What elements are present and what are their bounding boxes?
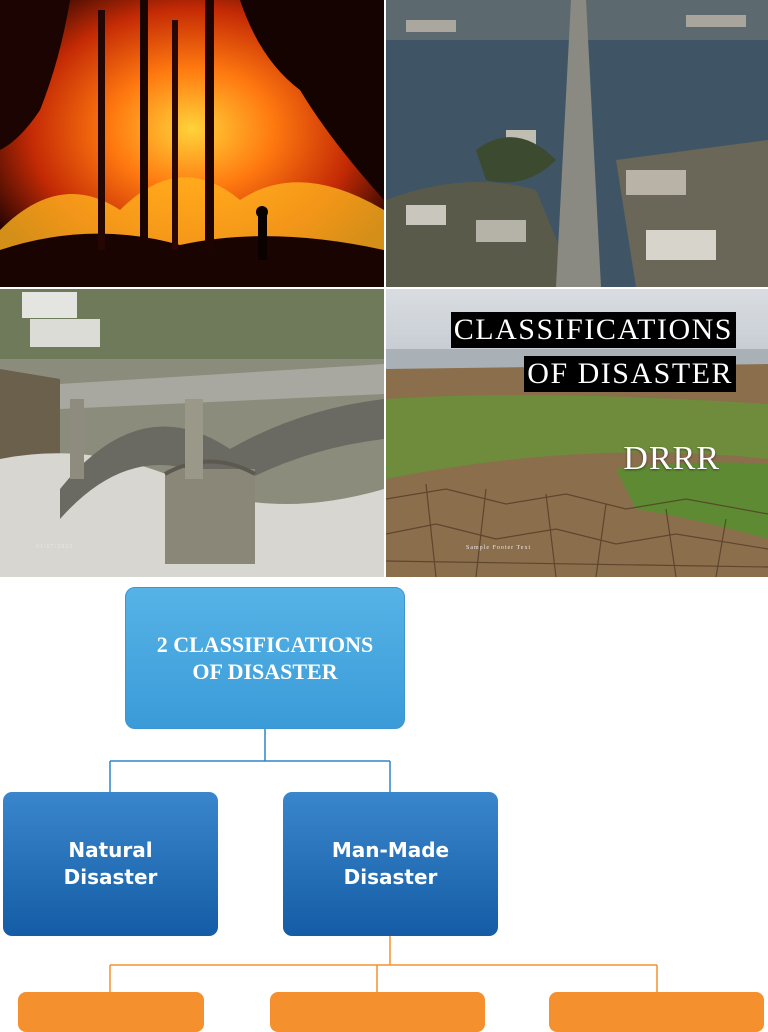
photo-flood-bridge bbox=[0, 289, 384, 577]
root-label-line-2: OF DISASTER bbox=[192, 659, 338, 684]
slide-subtitle: DRRR bbox=[623, 440, 720, 477]
root-node: 2 CLASSIFICATIONS OF DISASTER bbox=[125, 587, 405, 729]
natural-label-line-2: Disaster bbox=[63, 865, 158, 889]
subcategory-node-1 bbox=[18, 992, 204, 1032]
subcategory-node-2 bbox=[270, 992, 485, 1032]
man-made-disaster-node: Man-Made Disaster bbox=[283, 792, 498, 936]
photo-wildfire bbox=[0, 0, 384, 287]
manmade-label-line-1: Man-Made bbox=[331, 838, 450, 862]
photo-date-stamp: 01/07/2023 bbox=[36, 544, 74, 550]
photo-hurricane-damage bbox=[386, 0, 768, 287]
title-slide: CLASSIFICATIONS OF DISASTER DRRR 01/07/2… bbox=[0, 0, 768, 577]
subcategory-node-3 bbox=[549, 992, 764, 1032]
slide-footer-text: Sample Footer Text bbox=[466, 545, 532, 551]
orange-connectors bbox=[109, 936, 658, 992]
natural-label-line-1: Natural bbox=[68, 838, 153, 862]
natural-disaster-node: Natural Disaster bbox=[3, 792, 218, 936]
blue-connectors bbox=[109, 729, 391, 792]
root-label-line-1: 2 CLASSIFICATIONS bbox=[156, 632, 374, 657]
slide-title: CLASSIFICATIONS OF DISASTER bbox=[450, 312, 736, 400]
classification-diagram: 2 CLASSIFICATIONS OF DISASTER Natural Di… bbox=[0, 577, 768, 1032]
manmade-label-line-2: Disaster bbox=[343, 865, 438, 889]
title-line-2: OF DISASTER bbox=[524, 356, 736, 392]
connector-lines bbox=[109, 729, 658, 992]
title-line-1: CLASSIFICATIONS bbox=[450, 312, 736, 348]
